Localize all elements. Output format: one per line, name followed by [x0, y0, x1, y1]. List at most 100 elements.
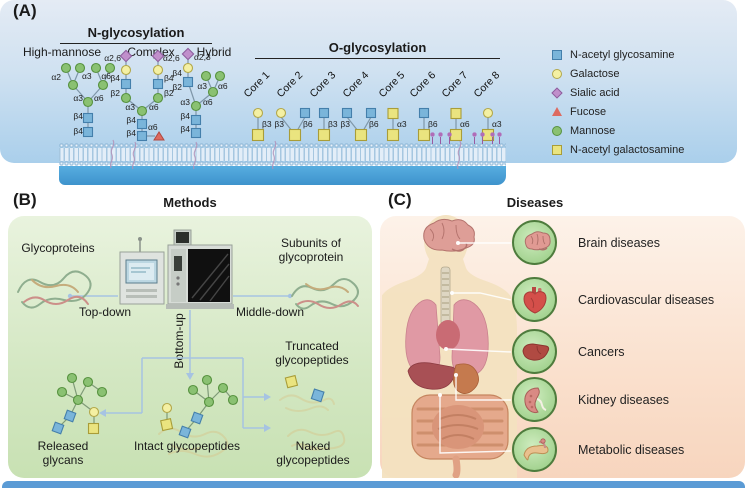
methods-title: Methods — [163, 195, 217, 210]
membrane-lipid-tails — [59, 148, 506, 161]
brain-disease-circle — [512, 220, 557, 265]
svg-text:α3: α3 — [82, 71, 92, 81]
core-1-structure: β3 — [251, 107, 272, 142]
released-glycans-label: Released glycans — [37, 439, 89, 467]
svg-text:β4: β4 — [172, 68, 182, 78]
galactose-icon — [482, 107, 494, 119]
svg-text:α2,6: α2,6 — [104, 53, 121, 63]
legend-item: N-acetyl galactosamine — [552, 140, 684, 159]
core-8-structure: α3 — [481, 107, 502, 142]
svg-text:β4: β4 — [73, 111, 83, 121]
mass-spectrometer-icon — [119, 229, 234, 309]
svg-text:α2,3: α2,3 — [194, 52, 211, 62]
svg-text:β2: β2 — [172, 82, 182, 92]
galnac-icon — [387, 107, 399, 120]
o-glycosylation-title: O-glycosylation — [255, 40, 500, 59]
svg-text:β4: β4 — [73, 126, 83, 136]
heart-organ — [436, 320, 460, 350]
intact-glycopeptides-label: Intact glycopeptides — [133, 439, 241, 453]
svg-text:α3: α3 — [492, 119, 502, 129]
high-mannose-glycan: α2 α3 α6 α3 α6 β4 β4 — [51, 62, 116, 138]
svg-text:β4: β4 — [180, 124, 190, 134]
subunits-label: Subunits of glycoprotein — [278, 236, 344, 264]
n-glycosylation-title: N-glycosylation — [60, 25, 212, 44]
membrane-cytosol-band — [59, 166, 506, 185]
cardiovascular-diseases-label: Cardiovascular diseases — [578, 293, 715, 307]
glycoprotein-ribbon-icon — [17, 270, 92, 309]
diseases-title: Diseases — [506, 195, 564, 210]
metabolic-diseases-label: Metabolic diseases — [578, 443, 685, 457]
galnac-icon — [288, 128, 302, 142]
galnac-icon — [449, 128, 463, 142]
svg-text:α6: α6 — [94, 93, 104, 103]
subunit-ribbon-icon — [291, 278, 359, 310]
glcnac-icon — [318, 107, 330, 119]
glycolipid-icon — [490, 132, 495, 144]
cancers-label: Cancers — [578, 345, 625, 359]
svg-text:α2,6: α2,6 — [163, 53, 180, 63]
galnac-icon — [317, 128, 331, 142]
glcnac-icon — [552, 49, 562, 60]
top-down-label: Top-down — [78, 305, 132, 319]
glcnac-icon — [341, 107, 353, 119]
svg-text:α6: α6 — [101, 71, 111, 81]
next-panel-edge — [2, 481, 745, 488]
legend-item: Fucose — [552, 102, 684, 121]
panel-a-label: (A) — [13, 1, 37, 20]
glycolipid-icon — [447, 132, 452, 144]
glcnac-icon — [182, 76, 202, 139]
type-hybrid: Hybrid — [196, 45, 232, 59]
legend-item: Mannose — [552, 121, 684, 140]
glcnac-icon — [82, 112, 94, 138]
fucose-icon — [153, 131, 165, 141]
galactose-icon — [182, 62, 194, 74]
glycoproteins-label: Glycoproteins — [21, 241, 95, 255]
mannose-icon — [190, 70, 226, 112]
svg-text:β6: β6 — [369, 119, 379, 129]
svg-text:α6: α6 — [148, 122, 158, 132]
svg-text:β6: β6 — [303, 119, 313, 129]
svg-text:β2: β2 — [110, 88, 120, 98]
galactose-icon — [120, 64, 164, 76]
galactose-icon — [275, 107, 287, 119]
middle-down-label: Middle-down — [235, 305, 305, 319]
core-6-structure: β6 — [417, 107, 438, 142]
liver-icon — [521, 342, 549, 361]
svg-text:β4: β4 — [126, 128, 136, 138]
galnac-icon — [417, 128, 431, 142]
svg-text:β6: β6 — [428, 119, 438, 129]
galnac-icon — [552, 144, 562, 155]
glycolipid-icon — [480, 132, 485, 144]
sialic-acid-icon — [119, 49, 165, 63]
membrane-outer-leaflet — [59, 143, 506, 148]
svg-text:β3: β3 — [262, 119, 272, 129]
intact-glycopeptide-icon — [158, 374, 239, 458]
svg-text:α6: α6 — [218, 81, 228, 91]
heart-icon — [522, 286, 547, 314]
legend-item: Sialic acid — [551, 83, 684, 102]
legend-item: N-acetyl glycosamine — [552, 45, 684, 64]
mannose-icon — [120, 92, 164, 117]
svg-text:β3: β3 — [328, 119, 338, 129]
galactose-icon — [552, 68, 562, 79]
glycolipid-icon — [430, 132, 435, 144]
mannose-icon — [60, 62, 116, 108]
cardio-disease-circle — [512, 277, 557, 322]
svg-text:α6: α6 — [149, 102, 159, 112]
glycan-legend: N-acetyl glycosamine Galactose Sialic ac… — [551, 45, 684, 159]
cancer-disease-circle — [512, 329, 557, 374]
released-glycan-icon — [51, 372, 108, 435]
legend-item: Galactose — [552, 64, 684, 83]
svg-text:β4: β4 — [110, 73, 120, 83]
galactose-icon — [252, 107, 264, 119]
pancreas-icon — [522, 437, 549, 460]
truncated-glycopeptide-icon — [279, 374, 335, 412]
fucose-icon — [552, 107, 562, 116]
lungs-organ — [405, 299, 489, 377]
naked-glycopeptide-icon — [287, 428, 346, 451]
truncated-glycopeptides-label: Truncated glycopeptides — [275, 339, 349, 367]
membrane-inner-leaflet — [59, 161, 506, 166]
trachea-organ — [440, 266, 451, 326]
glycolipid-icon — [438, 132, 443, 144]
svg-text:β3: β3 — [275, 119, 284, 129]
